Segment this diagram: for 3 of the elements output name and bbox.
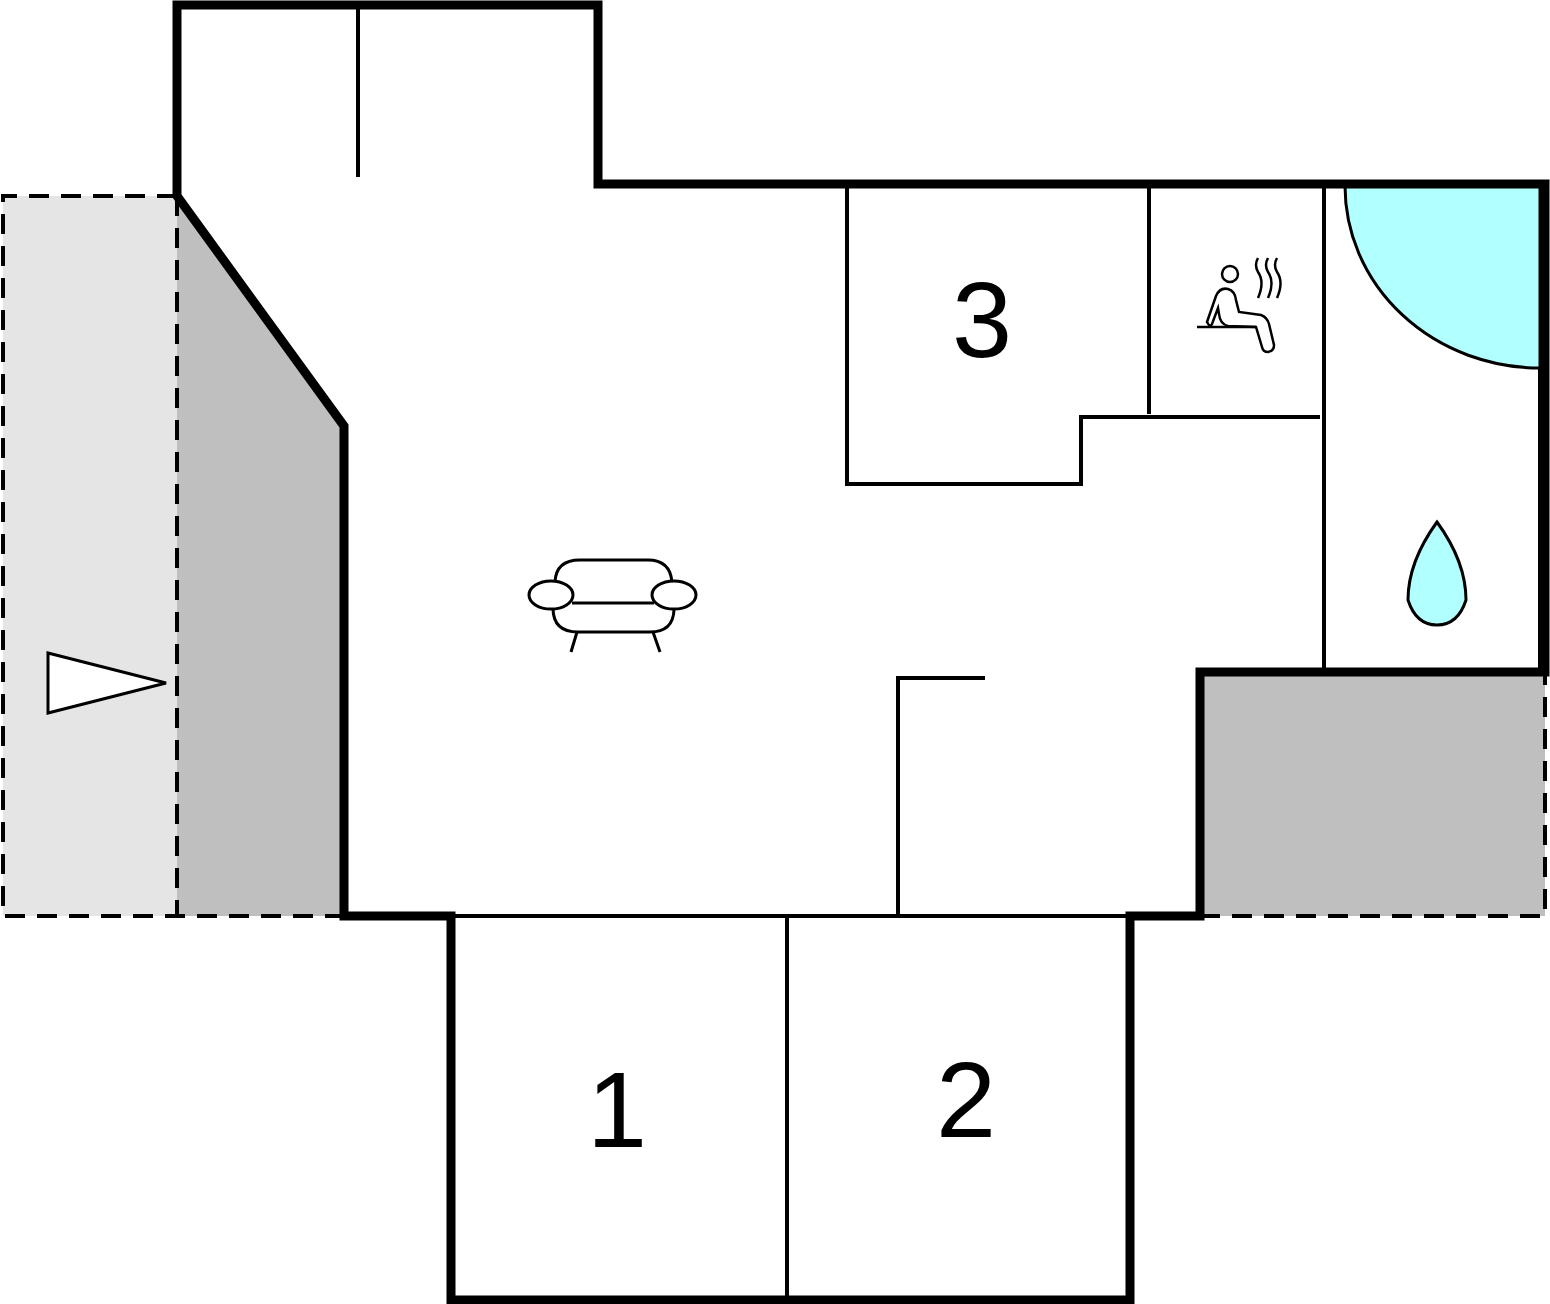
- room-number: 1: [586, 1056, 648, 1164]
- room-number: 3: [951, 266, 1013, 374]
- room-number: 2: [935, 1046, 997, 1154]
